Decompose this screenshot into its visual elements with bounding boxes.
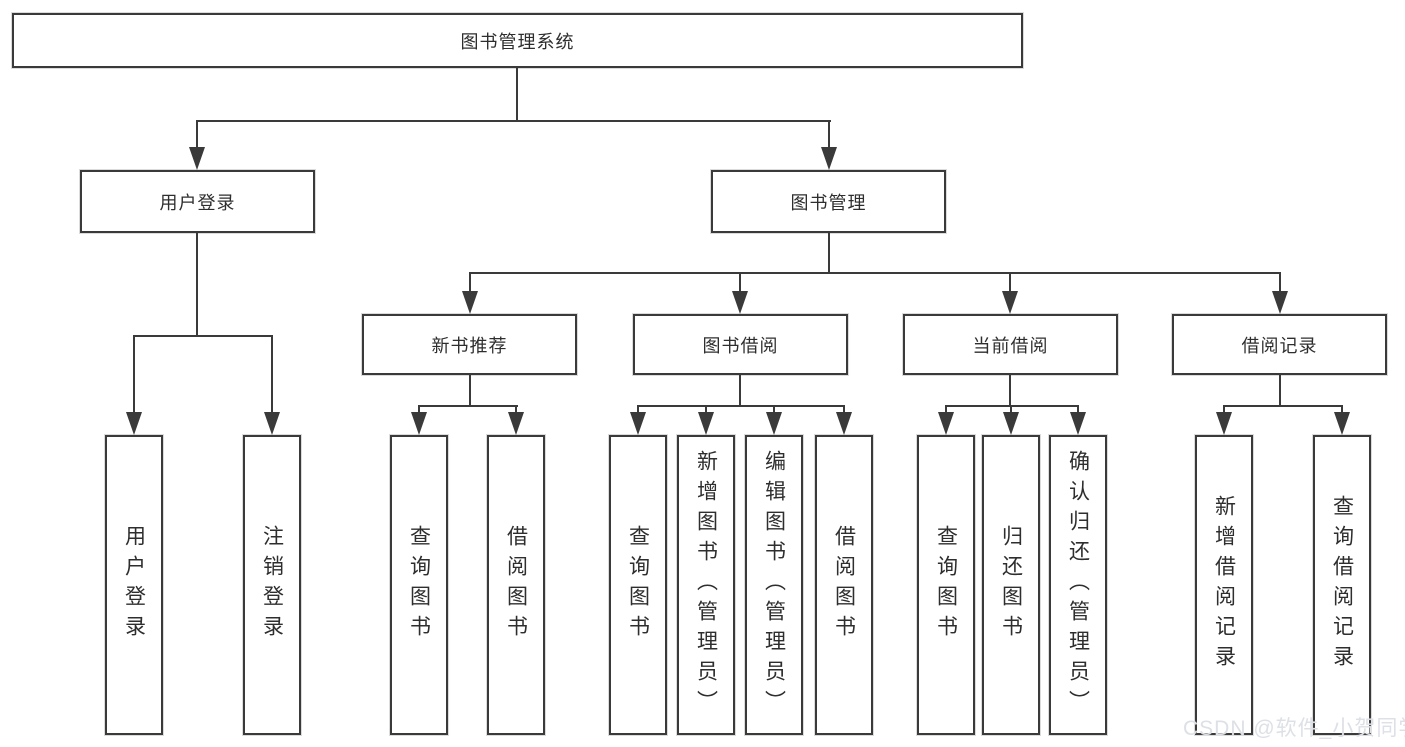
- connector-drop: [843, 405, 845, 417]
- arrowhead-icon: [1272, 291, 1288, 314]
- connector-drop: [1279, 272, 1281, 292]
- arrowhead-icon: [836, 412, 852, 435]
- leaf-confirm-return-admin: 确认归还（管理员）: [1049, 435, 1107, 735]
- connector-drop: [705, 405, 707, 417]
- leaf-logout-login: 注销登录: [243, 435, 301, 735]
- leaf-add-books-admin: 新增图书（管理员）: [677, 435, 735, 735]
- connector-stem: [1009, 375, 1011, 406]
- connector-drop: [773, 405, 775, 417]
- connector-drop: [945, 405, 947, 417]
- connector-drop: [828, 120, 830, 150]
- node-book-management: 图书管理: [711, 170, 946, 233]
- arrowhead-icon: [698, 412, 714, 435]
- arrowhead-icon: [1070, 412, 1086, 435]
- leaf-add-borrowing-record: 新增借阅记录: [1195, 435, 1253, 735]
- connector-stem: [828, 233, 830, 273]
- connector-drop: [196, 120, 198, 150]
- arrowhead-icon: [938, 412, 954, 435]
- connector-drop: [1010, 405, 1012, 417]
- connector-drop: [739, 272, 741, 292]
- node-borrowing-records: 借阅记录: [1172, 314, 1387, 375]
- arrowhead-icon: [766, 412, 782, 435]
- connector-drop: [1009, 272, 1011, 292]
- arrowhead-icon: [821, 147, 837, 170]
- arrowhead-icon: [126, 412, 142, 435]
- leaf-return-books: 归还图书: [982, 435, 1040, 735]
- connector-rail: [1223, 405, 1343, 407]
- connector-drop: [1077, 405, 1079, 417]
- node-current-borrowing: 当前借阅: [903, 314, 1118, 375]
- connector-stem: [469, 375, 471, 406]
- connector-rail: [945, 405, 1079, 407]
- arrowhead-icon: [411, 412, 427, 435]
- leaf-edit-books-admin: 编辑图书（管理员）: [745, 435, 803, 735]
- leaf-borrow-books-recommend: 借阅图书: [487, 435, 545, 735]
- connector-rail: [637, 405, 845, 407]
- connector-drop: [1223, 405, 1225, 417]
- leaf-user-login: 用户登录: [105, 435, 163, 735]
- node-library-management-system: 图书管理系统: [12, 13, 1023, 68]
- connector-drop: [1341, 405, 1343, 417]
- node-book-borrowing: 图书借阅: [633, 314, 848, 375]
- connector-drop: [418, 405, 420, 417]
- node-user-login: 用户登录: [80, 170, 315, 233]
- connector-stem: [739, 375, 741, 406]
- connector-drop: [637, 405, 639, 417]
- arrowhead-icon: [189, 147, 205, 170]
- leaf-query-books-recommend: 查询图书: [390, 435, 448, 735]
- arrowhead-icon: [1216, 412, 1232, 435]
- arrowhead-icon: [462, 291, 478, 314]
- connector-stem: [196, 233, 198, 335]
- connector-stem: [1279, 375, 1281, 406]
- leaf-query-borrowing-record: 查询借阅记录: [1313, 435, 1371, 735]
- arrowhead-icon: [630, 412, 646, 435]
- arrowhead-icon: [1334, 412, 1350, 435]
- connector-root-rail: [196, 120, 831, 122]
- leaf-query-books-borrowing: 查询图书: [609, 435, 667, 735]
- arrowhead-icon: [508, 412, 524, 435]
- arrowhead-icon: [1002, 291, 1018, 314]
- connector-drop: [133, 335, 135, 415]
- connector-drop: [469, 272, 471, 292]
- node-new-book-recommendation: 新书推荐: [362, 314, 577, 375]
- arrowhead-icon: [264, 412, 280, 435]
- connector-drop: [271, 335, 273, 415]
- connector-root-stem: [516, 68, 518, 120]
- arrowhead-icon: [1003, 412, 1019, 435]
- leaf-borrow-books: 借阅图书: [815, 435, 873, 735]
- connector-drop: [515, 405, 517, 417]
- connector-rail: [418, 405, 518, 407]
- csdn-watermark: CSDN @软件_小贺同学: [1183, 717, 1405, 740]
- arrowhead-icon: [732, 291, 748, 314]
- leaf-query-books-current: 查询图书: [917, 435, 975, 735]
- connector-rail: [133, 335, 273, 337]
- connector-rail: [469, 272, 1281, 274]
